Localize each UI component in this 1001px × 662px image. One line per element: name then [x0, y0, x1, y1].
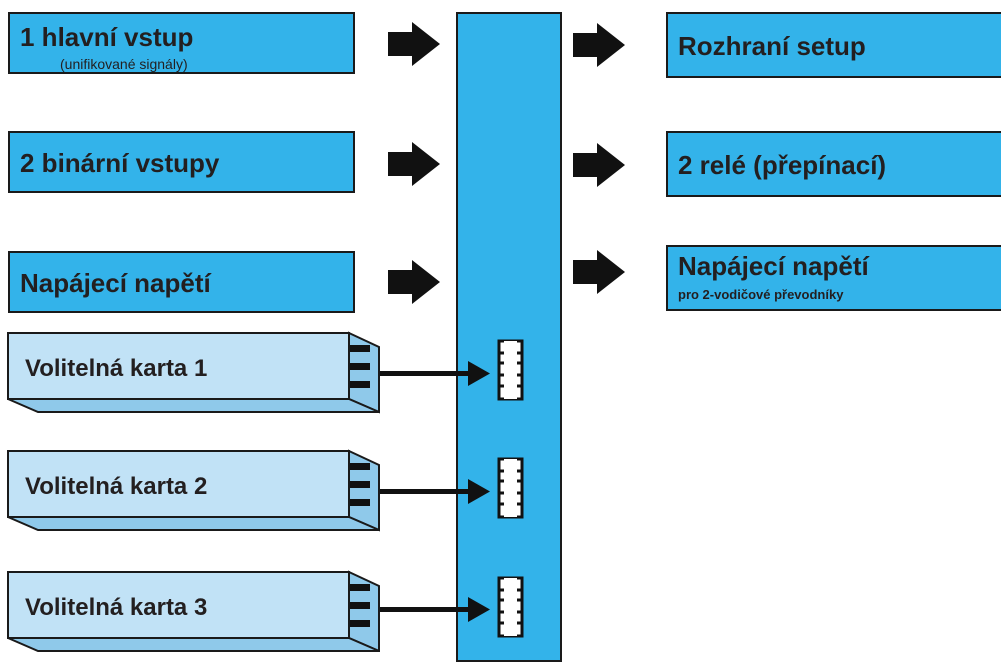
central-bus — [456, 12, 562, 662]
option-card-2-label: Volitelná karta 2 — [25, 473, 208, 500]
option-card-1 — [7, 331, 524, 414]
option-card-3-label: Volitelná karta 3 — [25, 594, 208, 621]
relays-title: 2 relé (přepínací) — [678, 150, 887, 180]
arrow-power-supply — [388, 260, 440, 304]
option-card-1-label: Volitelná karta 1 — [25, 355, 208, 382]
arrow-transmitter-power — [573, 250, 625, 294]
setup-interface-title: Rozhraní setup — [678, 31, 866, 61]
binary-inputs-title: 2 binární vstupy — [20, 148, 220, 178]
relays-box: 2 relé (přepínací) — [666, 131, 1001, 197]
output-arrows — [573, 23, 625, 294]
option-card-2 — [7, 449, 524, 532]
arrow-main-input — [388, 22, 440, 66]
power-supply-title: Napájecí napětí — [20, 268, 211, 298]
input-arrows — [388, 22, 440, 304]
setup-interface-box: Rozhraní setup — [666, 12, 1001, 78]
transmitter-power-subtitle: pro 2-vodičové převodníky — [678, 287, 844, 302]
transmitter-power-title: Napájecí napětí — [678, 251, 869, 281]
arrow-setup-interface — [573, 23, 625, 67]
main-input-subtitle: (unifikované signály) — [60, 56, 188, 72]
transmitter-power-box: Napájecí napětí pro 2-vodičové převodník… — [666, 245, 1001, 311]
main-input-title: 1 hlavní vstup — [20, 22, 194, 52]
main-input-box: 1 hlavní vstup (unifikované signály) — [8, 12, 355, 74]
option-card-3 — [7, 570, 524, 652]
binary-inputs-box: 2 binární vstupy — [8, 131, 355, 193]
power-supply-box: Napájecí napětí — [8, 251, 355, 313]
arrow-relays — [573, 143, 625, 187]
arrow-binary-inputs — [388, 142, 440, 186]
